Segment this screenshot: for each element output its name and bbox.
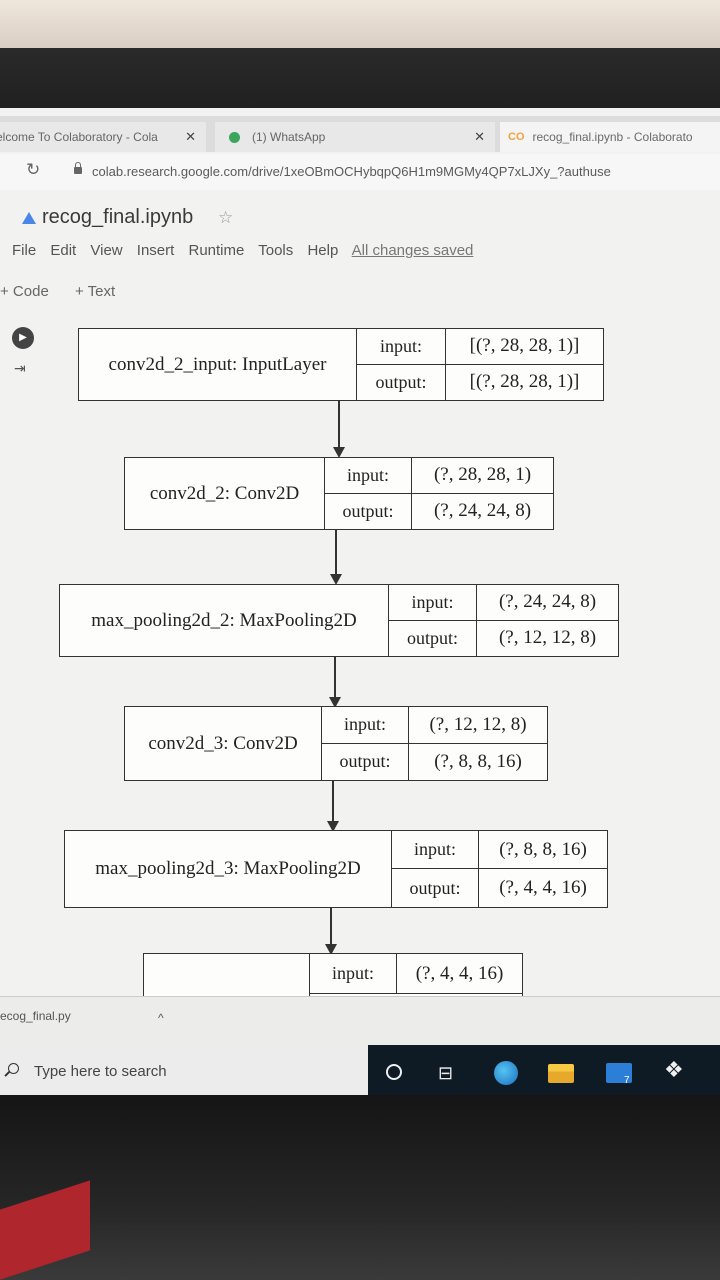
layer-name: conv2d_2: Conv2D [125,458,325,529]
search-input[interactable]: Type here to search [34,1063,167,1080]
menu-view[interactable]: View [90,242,123,259]
monitor-bezel-top [0,48,720,112]
notebook-title[interactable]: recog_final.ipynb [42,206,194,228]
tab-whatsapp[interactable]: (1) WhatsApp ✕ [215,122,495,152]
mail-icon[interactable] [606,1063,632,1083]
layer-node: max_pooling2d_2: MaxPooling2D input: (?, … [59,584,619,657]
menu-tools[interactable]: Tools [258,242,294,259]
input-label: input: [322,707,409,743]
output-shape: (?, 12, 12, 8) [498,627,597,649]
tab-label: (1) WhatsApp [252,130,326,144]
layer-node: conv2d_2_input: InputLayer input: [(?, 28… [78,328,604,401]
layer-shapes: input: (?, 24, 24, 8) output: (?, 12, 12, … [389,585,618,656]
menu-edit[interactable]: Edit [50,242,77,259]
layer-shapes: input: (?, 8, 8, 16) output: (?, 4, 4, 16) [392,831,607,907]
menu-bar: File Edit View Insert Runtime Tools Help… [12,242,483,259]
download-item[interactable]: ecog_final.py [0,1009,71,1023]
input-shape: (?, 8, 8, 16) [499,838,587,860]
tab-strip: elcome To Colaboratory - Cola ✕ (1) What… [0,116,720,152]
output-label: output: [392,869,479,907]
background-wall [0,0,720,48]
input-shape: (?, 12, 12, 8) [429,713,527,735]
output-label: output: [325,493,412,529]
download-bar: ecog_final.py ^ [0,996,720,1047]
input-label: input: [357,329,446,364]
layer-node: conv2d_2: Conv2D input: (?, 28, 28, 1) ou… [124,457,554,530]
input-label: input: [310,954,397,993]
menu-insert[interactable]: Insert [136,242,175,259]
layer-shapes: input: (?, 28, 28, 1) output: (?, 24, 24, … [325,458,553,529]
file-explorer-icon[interactable] [548,1064,574,1083]
menu-runtime[interactable]: Runtime [188,242,245,259]
input-shape: [(?, 28, 28, 1)] [469,335,580,357]
layer-shapes: input: (?, 4, 4, 16) [310,954,522,1034]
cortana-icon[interactable] [386,1064,402,1080]
drive-icon [22,212,36,224]
edge-arrow [327,780,339,832]
dropbox-icon[interactable]: ❖ [664,1057,684,1082]
input-label: input: [389,585,477,620]
edge-arrow [325,907,337,955]
edge-icon[interactable] [494,1061,518,1085]
output-label: output: [322,743,409,780]
screen: elcome To Colaboratory - Cola ✕ (1) What… [0,108,720,1100]
edge-arrow [333,400,345,458]
input-label: input: [392,831,479,868]
mail-badge: 7 [624,1075,630,1086]
tab-colaboratory-welcome[interactable]: elcome To Colaboratory - Cola ✕ [0,122,206,152]
taskbar: Type here to search ⊟ 7 ❖ [0,1045,720,1100]
input-shape: (?, 24, 24, 8) [498,591,597,613]
close-icon[interactable]: ✕ [474,129,485,144]
output-icon[interactable]: ⇥ [14,360,26,376]
chevron-up-icon[interactable]: ^ [158,1011,164,1025]
add-text-button[interactable]: + Text [74,283,116,300]
layer-node: conv2d_3: Conv2D input: (?, 12, 12, 8) ou… [124,706,548,781]
input-shape: (?, 4, 4, 16) [415,962,504,984]
edge-arrow [330,529,342,585]
play-icon[interactable]: ▶ [12,327,34,349]
layer-name: conv2d_3: Conv2D [125,707,322,780]
cell-toolbar: + Code + Text [0,283,137,300]
output-label: output: [389,620,477,656]
edge-arrow [329,656,341,708]
task-view-icon[interactable]: ⊟ [438,1063,454,1083]
output-shape: (?, 8, 8, 16) [434,750,522,772]
tab-label: elcome To Colaboratory - Cola [0,130,158,144]
menu-file[interactable]: File [12,242,37,259]
layer-shapes: input: (?, 12, 12, 8) output: (?, 8, 8, 16… [322,707,547,780]
layer-name: conv2d_2_input: InputLayer [79,329,357,400]
close-icon[interactable]: ✕ [185,129,196,144]
layer-node: max_pooling2d_3: MaxPooling2D input: (?, … [64,830,608,908]
layer-name: max_pooling2d_2: MaxPooling2D [60,585,389,656]
address-bar: ↻ colab.research.google.com/drive/1xeOBm… [0,154,720,190]
layer-shapes: input: [(?, 28, 28, 1)] output: [(?, 28, 2… [357,329,603,400]
save-status[interactable]: All changes saved [351,242,474,259]
model-diagram: conv2d_2_input: InputLayer input: [(?, 28… [0,108,720,1100]
star-icon[interactable]: ☆ [218,208,234,227]
output-label: output: [357,364,446,400]
url-field[interactable]: colab.research.google.com/drive/1xeOBmOC… [92,164,611,179]
input-shape: (?, 28, 28, 1) [433,464,532,486]
output-shape: (?, 4, 4, 16) [499,877,587,898]
output-shape: (?, 24, 24, 8) [433,500,532,522]
tab-recog-final[interactable]: CO recog_final.ipynb - Colaborato [500,122,720,152]
monitor-bezel-bottom [0,1095,720,1280]
colab-logo-icon: CO [508,131,525,143]
output-shape: [(?, 28, 28, 1)] [469,371,580,393]
whatsapp-icon [229,131,240,143]
search-icon [8,1063,19,1074]
reload-icon[interactable]: ↻ [26,160,41,179]
lock-icon[interactable] [74,162,82,174]
layer-name: max_pooling2d_3: MaxPooling2D [65,831,392,907]
tab-label: recog_final.ipynb - Colaborato [532,130,693,144]
add-code-button[interactable]: + Code [0,283,49,300]
menu-help[interactable]: Help [307,242,339,259]
input-label: input: [325,458,412,493]
taskbar-search[interactable]: Type here to search [0,1045,368,1100]
